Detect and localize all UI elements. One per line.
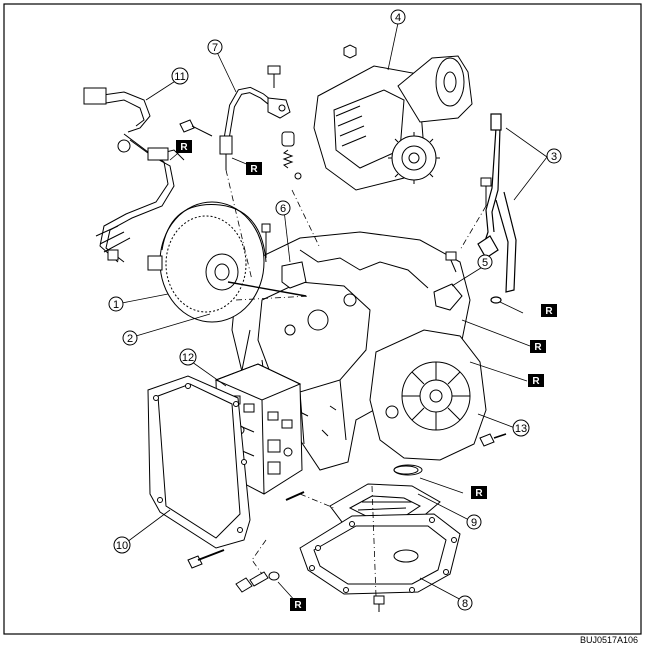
vent-hose-bolt <box>267 65 281 88</box>
callout-label: 8 <box>462 598 468 610</box>
end-cover-o-ring <box>393 465 419 475</box>
diagram-border <box>3 3 642 635</box>
replace-badge-1: R <box>176 140 192 153</box>
callout-label: 5 <box>482 257 488 269</box>
callout-12: 12 <box>179 348 197 366</box>
callout-5: 5 <box>477 254 493 270</box>
callout-10: 10 <box>113 536 131 554</box>
callout-label: 3 <box>551 151 557 163</box>
oil-pump-assembly <box>313 55 473 191</box>
callout-6: 6 <box>275 200 291 216</box>
callout-label: 11 <box>174 71 185 83</box>
leader-lines <box>121 22 548 604</box>
callout-label: 10 <box>116 540 128 552</box>
svg-text:R: R <box>250 164 258 175</box>
oil-pan <box>299 513 461 595</box>
replace-badge-2: R <box>246 162 262 175</box>
valve-body-bolt <box>285 491 305 501</box>
replace-badge-6: R <box>471 486 487 499</box>
wiring-harness <box>83 87 185 271</box>
callout-1: 1 <box>108 296 124 312</box>
callout-label: 6 <box>280 203 286 215</box>
callout-label: 13 <box>515 423 527 435</box>
callout-label: 9 <box>471 517 477 529</box>
svg-text:R: R <box>534 342 542 353</box>
torque-converter <box>159 201 267 323</box>
callout-label: 2 <box>127 333 133 345</box>
filler-fitting <box>235 571 280 593</box>
callout-2: 2 <box>122 330 138 346</box>
callout-4: 4 <box>390 9 406 25</box>
callout-11: 11 <box>171 67 189 85</box>
callout-label: 7 <box>212 42 218 54</box>
figure-code: BUJ0517A106 <box>580 635 638 645</box>
svg-text:R: R <box>475 488 483 499</box>
svg-text:R: R <box>294 600 302 611</box>
plug-and-spring <box>281 131 302 180</box>
cooler-pipe-bolt <box>480 177 492 206</box>
svg-text:R: R <box>180 142 188 153</box>
callout-8: 8 <box>457 595 473 611</box>
replace-badge-3: R <box>541 304 557 317</box>
drain-plug <box>373 595 385 612</box>
speed-sensor <box>261 223 307 289</box>
range-switch <box>433 251 463 311</box>
end-cover <box>369 329 487 461</box>
callout-13: 13 <box>512 419 530 437</box>
side-cover <box>147 375 251 549</box>
oil-cooler-pipes <box>477 113 517 304</box>
replace-badge-4: R <box>530 340 546 353</box>
svg-text:R: R <box>532 376 540 387</box>
input-shaft <box>227 281 307 297</box>
replace-badge-5: R <box>528 374 544 387</box>
vent-hose <box>219 86 291 170</box>
callout-label: 4 <box>395 12 401 24</box>
svg-text:R: R <box>545 306 553 317</box>
end-cover-bolt <box>479 433 507 447</box>
callout-label: 1 <box>113 299 119 311</box>
callout-label: 12 <box>182 352 194 364</box>
replace-badge-7: R <box>290 598 306 611</box>
callout-3: 3 <box>546 148 562 164</box>
assembly-axes <box>225 169 487 597</box>
pump-nut <box>343 44 357 59</box>
callout-9: 9 <box>466 514 482 530</box>
callout-7: 7 <box>207 39 223 55</box>
cover-bolt <box>187 549 225 569</box>
hose-clamp-bolt <box>179 119 213 137</box>
